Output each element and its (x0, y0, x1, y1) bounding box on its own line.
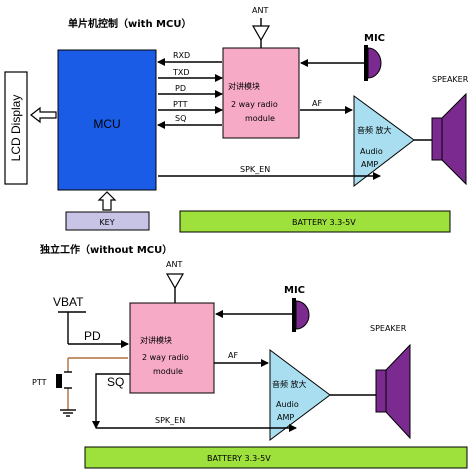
bottom-title: 独立工作（without MCU） (40, 243, 172, 256)
amp-label-line3-2: AMP (277, 413, 294, 422)
key-arrow-icon (97, 191, 117, 211)
mcu-block (57, 49, 157, 191)
lcd-arrow-icon (30, 106, 57, 124)
spk-en-label-2: SPK_EN (155, 416, 185, 425)
antenna-icon-2 (165, 273, 185, 290)
radio-module-label-line2-2: 2 way radio (142, 353, 189, 362)
af-label: AF (312, 99, 322, 108)
radio-module-block (222, 47, 300, 139)
mic-bar-2 (292, 298, 296, 332)
amp-label-line2-2: Audio (276, 400, 299, 409)
ptt-label-2: PTT (32, 378, 47, 387)
ptt-label: PTT (173, 100, 188, 109)
antenna-icon (251, 25, 271, 42)
amp-label-cn: 音频 放大 (357, 125, 392, 135)
speaker-label: SPEAKER (432, 75, 469, 84)
mic-bar (364, 45, 368, 81)
amp-label-line2: Audio (360, 147, 383, 156)
radio-module-label-line3: module (245, 114, 275, 123)
speaker-magnet-2 (375, 369, 387, 413)
radio-module-label-line2: 2 way radio (231, 100, 278, 109)
mic-icon (367, 47, 382, 79)
radio-module-label-line3-2: module (153, 367, 183, 376)
af-label-2: AF (228, 351, 238, 360)
battery-label: BATTERY 3.3-5V (292, 218, 356, 227)
antenna-label-2: ANT (166, 260, 182, 269)
mcu-label: MCU (93, 117, 120, 131)
txd-label: TXD (172, 68, 190, 77)
mic-label-2: MIC (284, 285, 305, 296)
vbat-label: VBAT (53, 295, 84, 309)
sq-label-2: SQ (107, 375, 124, 389)
speaker-icon (441, 92, 467, 186)
lcd-display-label: LCD Display (9, 95, 23, 162)
radio-module-label-cn: 对讲模块 (228, 81, 260, 91)
pd-label: PD (175, 84, 186, 93)
sq-label: SQ (175, 114, 186, 123)
amp-label-cn-2: 音频 放大 (272, 379, 307, 389)
spk-en-label: SPK_EN (240, 165, 270, 174)
mic-label: MIC (364, 33, 385, 44)
battery-label-2: BATTERY 3.3-5V (207, 454, 271, 463)
pd-label-2: PD (84, 329, 101, 343)
antenna-label: ANT (252, 6, 268, 15)
top-title: 单片机控制（with MCU） (68, 17, 191, 30)
amp-block (353, 95, 415, 188)
amp-block-2 (269, 349, 331, 441)
key-label: KEY (99, 218, 114, 227)
speaker-icon-2 (385, 343, 411, 440)
speaker-label-2: SPEAKER (370, 324, 407, 333)
ptt-switch-icon (56, 374, 62, 388)
mic-icon-2 (295, 300, 310, 330)
battery-block (179, 210, 451, 233)
speaker-magnet (431, 117, 443, 161)
battery-block-2 (84, 446, 468, 469)
rxd-label: RXD (173, 51, 190, 60)
lcd-display-box (4, 71, 28, 185)
radio-module-block-2 (129, 302, 215, 394)
key-block (65, 211, 150, 231)
radio-module-label-cn-2: 对讲模块 (140, 335, 172, 345)
sq-line-2 (92, 373, 130, 429)
amp-label-line3: AMP (361, 160, 378, 169)
